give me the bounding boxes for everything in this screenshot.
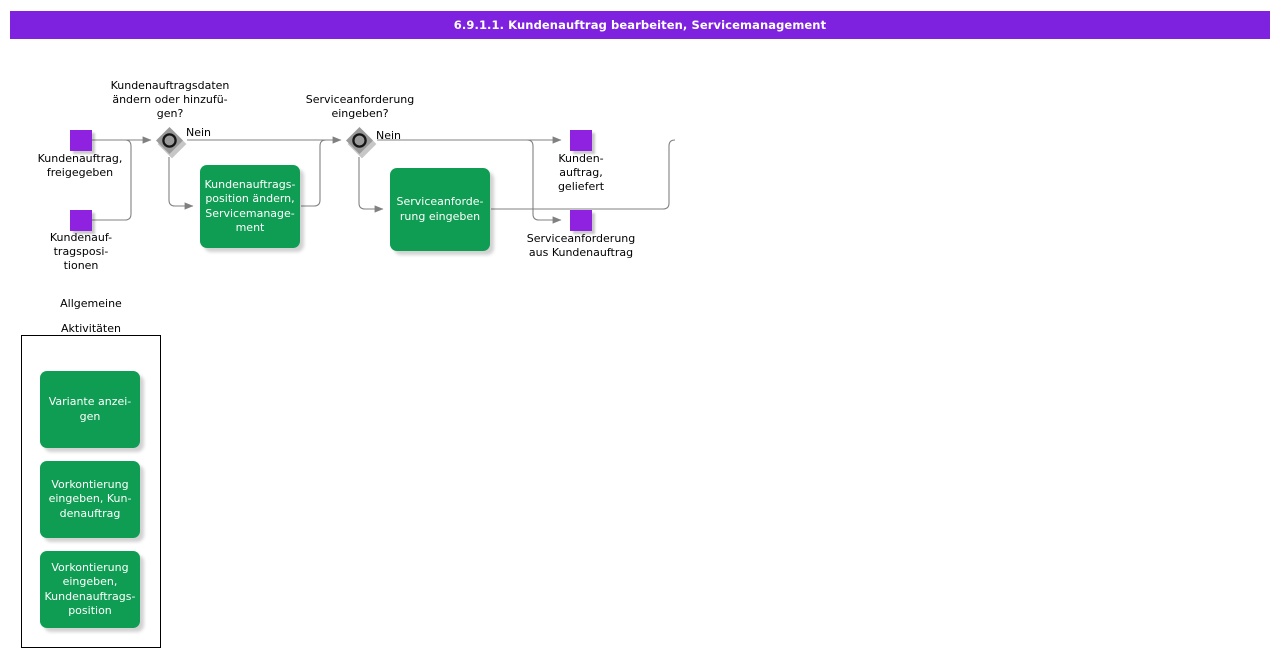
xor-gateway-icon: [346, 127, 377, 159]
event-label-kundenauftragspositionen: Kundenauf- tragsposi- tionen: [49, 231, 113, 272]
edge-label-nein-2: Nein: [376, 129, 402, 142]
event-label-kundenauftrag-geliefert: Kunden- auftrag, geliefert: [557, 152, 605, 193]
function-variante-anzeigen[interactable]: Variante anzei- gen: [40, 371, 140, 448]
gateway-kundenauftragsdaten[interactable]: [154, 125, 187, 159]
function-vorkontierung-eingeben-kundenauftragsposition[interactable]: Vorkontierung eingeben, Kundenauftrags- …: [40, 551, 140, 628]
event-label-serviceanforderung-aus-kundenauftrag: Serviceanforderung aus Kundenauftrag: [526, 232, 636, 259]
group-caption-allgemeine-aktivitaeten: Allgemeine Aktivitäten: [60, 298, 122, 335]
window-titlebar: 6.9.1.1. Kundenauftrag bearbeiten, Servi…: [10, 11, 1270, 39]
event-label-kundenauftrag-freigegeben: Kundenauftrag, freigegeben: [37, 152, 123, 179]
function-vorkontierung-eingeben-kundenauftrag[interactable]: Vorkontierung eingeben, Kun- denauftrag: [40, 461, 140, 538]
function-label: Serviceanforde- rung eingeben: [396, 195, 484, 223]
xor-gateway-icon: [156, 127, 187, 159]
event-kundenauftrag-freigegeben[interactable]: [70, 130, 92, 151]
gateway-serviceanforderung[interactable]: [344, 125, 377, 159]
gateway-question-serviceanforderung: Serviceanforderung eingeben?: [305, 93, 415, 120]
event-kundenauftragspositionen[interactable]: [70, 210, 92, 231]
function-kundenauftragsposition-aendern[interactable]: Kundenauftrags- position ändern, Service…: [200, 165, 300, 248]
group-caption-clip: Allgemeine Aktivitäten: [21, 298, 161, 335]
wire-func1-to-gateway2: [301, 139, 327, 207]
event-serviceanforderung-aus-kundenauftrag[interactable]: [570, 210, 592, 231]
edge-label-nein-1: Nein: [186, 126, 212, 139]
wire-gateway2-to-func2: [358, 157, 384, 213]
wire-gateway1-to-func1: [168, 157, 194, 210]
function-label: Vorkontierung eingeben, Kun- denauftrag: [48, 477, 132, 520]
event-kundenauftrag-geliefert[interactable]: [570, 130, 592, 151]
function-label: Variante anzei- gen: [48, 395, 132, 423]
function-serviceanforderung-eingeben[interactable]: Serviceanforde- rung eingeben: [390, 168, 490, 251]
function-label: Vorkontierung eingeben, Kundenauftrags- …: [44, 560, 136, 618]
gateway-question-kundenauftragsdaten: Kundenauftragsdaten ändern oder hinzufü-…: [110, 79, 230, 120]
function-label: Kundenauftrags- position ändern, Service…: [204, 177, 296, 235]
page-title: 6.9.1.1. Kundenauftrag bearbeiten, Servi…: [453, 18, 827, 32]
